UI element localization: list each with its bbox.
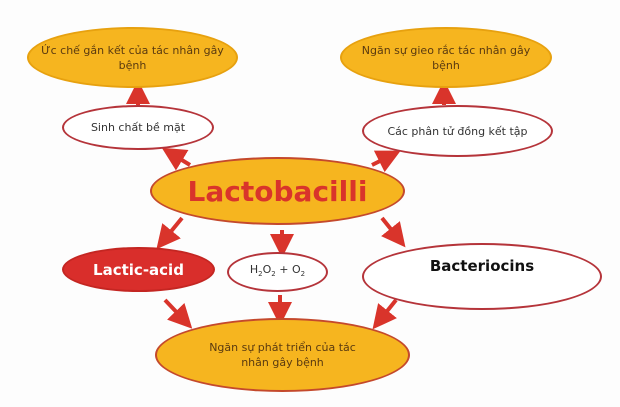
node-label: Sinh chất bề mặt <box>90 121 186 134</box>
node-label: Ngăn sự phát triển của tác nhân gây bệnh <box>209 341 356 369</box>
arrow-lactic-to-bottom <box>163 298 193 329</box>
arrow-center-to-bacteriocins <box>380 216 406 248</box>
node-label: Lactobacilli <box>187 174 368 208</box>
node-prevent-growth: Ngăn sự phát triển của tác nhân gây bệnh <box>155 318 410 392</box>
node-label: Ức chế gắn kết của tác nhân gây bệnh <box>41 43 224 72</box>
arrow-bacteriocins-to-bottom <box>372 298 398 330</box>
node-label: H2O2 + O2 <box>249 262 306 279</box>
arrow-center-to-surfactant <box>161 147 192 171</box>
node-label: Các phân tử đồng kết tập <box>387 124 528 138</box>
node-inhibit-adhesion: Ức chế gắn kết của tác nhân gây bệnh <box>27 27 238 88</box>
node-bacteriocins: Bacteriocins <box>362 243 602 310</box>
node-label: Ngăn sự gieo rắc tác nhân gây bệnh <box>361 43 531 72</box>
node-peroxide: H2O2 + O2 <box>227 252 328 292</box>
arrow-center-to-coaggregation <box>371 150 401 173</box>
node-lactic-acid: Lactic-acid <box>62 247 215 292</box>
node-label: Lactic-acid <box>93 260 184 279</box>
node-surfactant: Sinh chất bề mặt <box>62 105 214 150</box>
node-label: Bacteriocins <box>429 257 535 275</box>
node-lactobacilli: Lactobacilli <box>150 157 405 225</box>
arrow-center-to-lactic <box>156 216 184 250</box>
node-prevent-spread: Ngăn sự gieo rắc tác nhân gây bệnh <box>340 27 552 88</box>
node-coaggregation: Các phân tử đồng kết tập <box>362 105 553 157</box>
